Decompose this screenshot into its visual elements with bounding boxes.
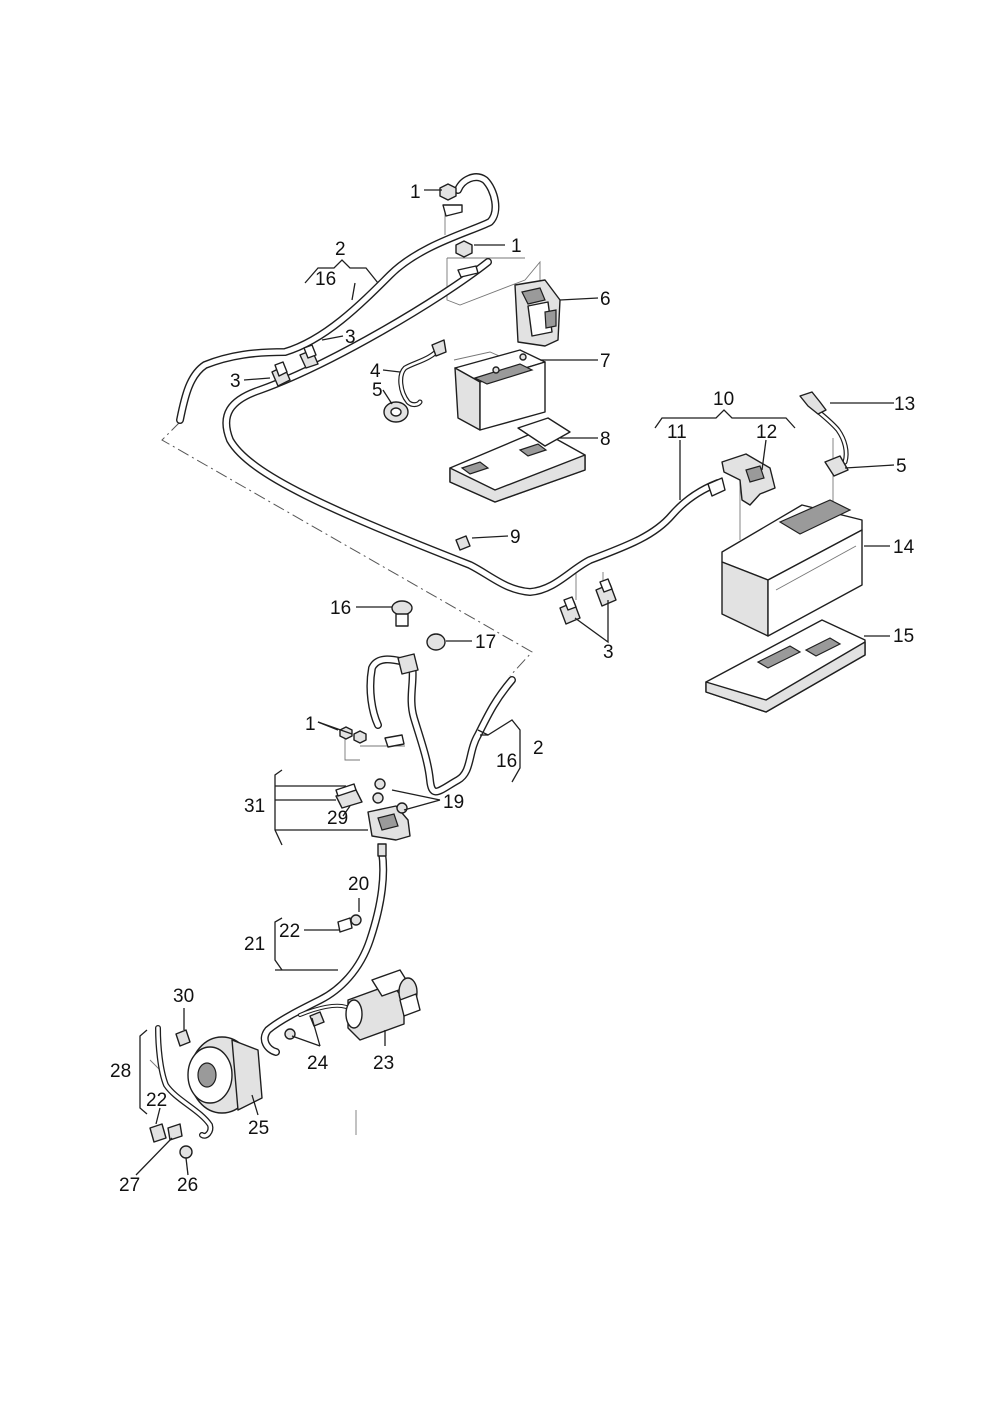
callout-9: 9: [510, 527, 521, 548]
callout-24: 24: [307, 1053, 329, 1074]
callout-17: 17: [475, 632, 496, 653]
nut-part-1-lower: [339, 726, 405, 748]
callout-13: 13: [894, 394, 915, 415]
callout-20: 20: [348, 874, 369, 895]
clip-part-30: [175, 1029, 191, 1047]
long-ground-cable: [222, 258, 722, 596]
callout-3-lower: 3: [603, 642, 614, 663]
relay-holder-part-31: [367, 778, 411, 841]
callout-6: 6: [600, 289, 611, 310]
upper-positive-cable: [176, 173, 500, 424]
callout-31: 31: [244, 796, 265, 817]
starter-cable-part-21: [260, 843, 388, 1056]
leader-lines: [135, 189, 895, 1176]
callout-numbers: 1 1 2 16 3 3 4 5 6 7 8 9 10 11 12 13 5 1…: [110, 182, 915, 1196]
alternator-part-25: [187, 1036, 263, 1114]
cover-part-29: [335, 783, 363, 809]
clip-part-3-a: [271, 361, 291, 387]
callout-22-lower: 22: [146, 1090, 167, 1111]
nut-part-1-middle: [455, 240, 479, 278]
starter-motor-part-23: [345, 969, 421, 1041]
callout-19: 19: [443, 792, 464, 813]
callout-2-upper: 2: [335, 239, 346, 260]
terminal-bracket-part-12: [707, 453, 776, 506]
callout-10: 10: [713, 389, 734, 410]
callout-8: 8: [600, 429, 611, 450]
callout-16-sensor: 16: [330, 598, 351, 619]
short-lead-part-13: [799, 391, 849, 465]
battery-tray-part-15: [705, 619, 866, 713]
callout-3-upper-left: 3: [230, 371, 241, 392]
callout-25: 25: [248, 1118, 269, 1139]
callout-1-top: 1: [410, 182, 421, 203]
callout-27: 27: [119, 1175, 140, 1196]
callout-2-lower: 2: [533, 738, 544, 759]
terminal-clamp-part-5-b: [824, 455, 849, 477]
clip-part-9: [455, 535, 471, 551]
callout-3-upper-right: 3: [345, 327, 356, 348]
callout-28: 28: [110, 1061, 131, 1082]
callout-5-left: 5: [372, 380, 383, 401]
middle-cables: [366, 653, 516, 796]
callout-14: 14: [893, 537, 915, 558]
callout-29: 29: [327, 808, 348, 829]
callout-15: 15: [893, 626, 914, 647]
callout-21: 21: [244, 934, 265, 955]
bolt-part-27: [167, 1123, 183, 1141]
callout-22-upper: 22: [279, 921, 300, 942]
cap-part-17: [426, 633, 446, 651]
clip-part-3-d: [595, 578, 617, 607]
fuse-box-part-6: [514, 279, 561, 347]
clip-part-3-b: [299, 344, 319, 369]
small-battery-part-7: [454, 349, 546, 431]
callout-7: 7: [600, 351, 611, 372]
callout-11: 11: [667, 422, 687, 443]
nut-part-1-top: [439, 183, 463, 217]
battery-lead-part-4: [398, 339, 447, 408]
nut-part-22: [149, 1123, 167, 1143]
callout-5-right: 5: [896, 456, 907, 477]
alternator-cable-part-28: [155, 1025, 214, 1139]
callout-1-middle: 1: [511, 236, 522, 257]
callout-26: 26: [177, 1175, 198, 1196]
bolt-part-26: [179, 1145, 193, 1159]
callout-23: 23: [373, 1053, 394, 1074]
callout-30: 30: [173, 986, 194, 1007]
callout-16-upper: 16: [315, 269, 336, 290]
callout-1-lower: 1: [305, 714, 316, 735]
large-battery-part-14: [721, 499, 863, 637]
terminal-clamp-part-5-a: [383, 401, 409, 423]
callout-12: 12: [756, 422, 777, 443]
sensor-part-16: [391, 600, 413, 627]
battery-tray-part-8: [449, 417, 586, 503]
callout-4: 4: [370, 361, 381, 382]
callout-16-lower: 16: [496, 751, 517, 772]
